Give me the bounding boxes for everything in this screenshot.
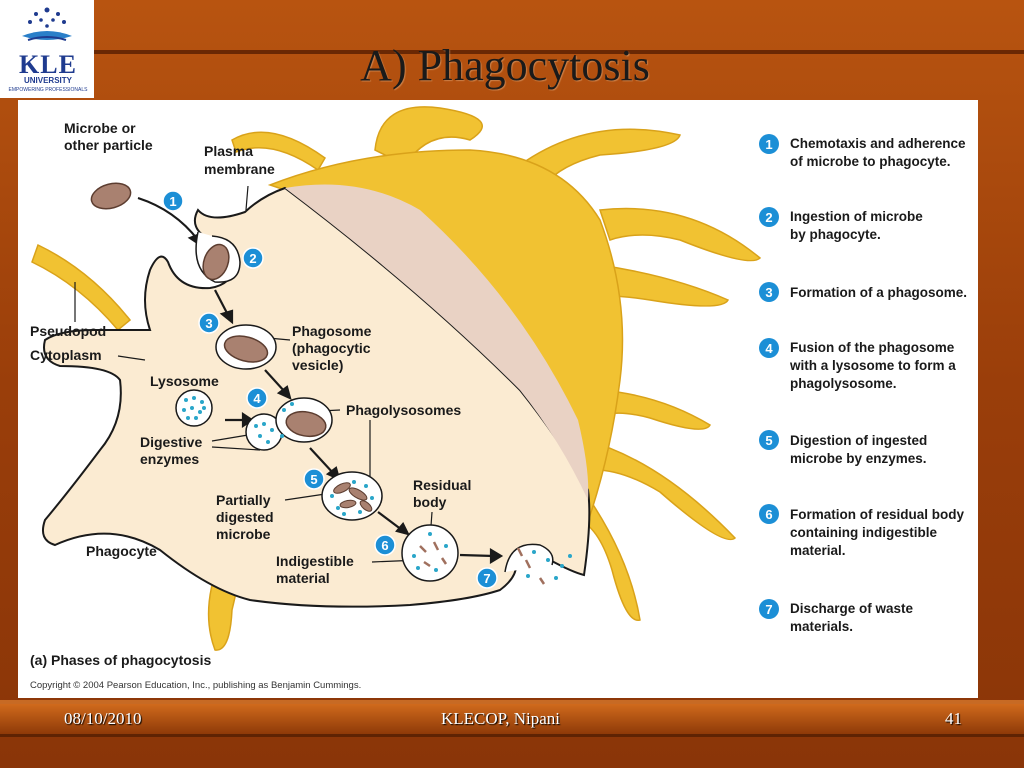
step-badge-3: 3 bbox=[198, 312, 220, 334]
label-pseudopod: Pseudopod bbox=[30, 323, 106, 339]
cell-cut-plane bbox=[285, 184, 589, 500]
legend-step-2-line1: Ingestion of microbe bbox=[790, 209, 923, 224]
logo-name: KLE bbox=[19, 50, 77, 79]
legend-step-5-line1: Digestion of ingested bbox=[790, 433, 927, 448]
residual-body bbox=[401, 524, 459, 582]
digestion-enzymes bbox=[330, 480, 374, 516]
legend-step-4-num: 4 bbox=[765, 341, 773, 356]
diagram-copyright: Copyright © 2004 Pearson Education, Inc.… bbox=[30, 680, 361, 691]
step-badge-3-text: 3 bbox=[205, 316, 212, 331]
legend-step-7-num: 7 bbox=[765, 602, 772, 617]
legend-step-3-num: 3 bbox=[765, 285, 772, 300]
legend-step-7: 7 Discharge of waste materials. bbox=[759, 599, 914, 634]
legend-step-6-line1: Formation of residual body bbox=[790, 507, 965, 522]
legend-step-1-line1: Chemotaxis and adherence bbox=[790, 136, 966, 151]
legend-step-1-num: 1 bbox=[765, 137, 772, 152]
step-badge-4-text: 4 bbox=[253, 391, 261, 406]
label-indigestible-1: Indigestible bbox=[276, 553, 354, 569]
step-badge-6-text: 6 bbox=[381, 538, 388, 553]
legend-step-4-line3: phagolysosome. bbox=[790, 376, 897, 391]
residual-enzymes bbox=[412, 532, 448, 572]
logo-emblem-icon bbox=[22, 7, 72, 41]
microbe-fragments bbox=[333, 482, 373, 512]
legend-step-4: 4 Fusion of the phagosome with a lysosom… bbox=[759, 338, 956, 391]
label-residual-1: Residual bbox=[413, 477, 471, 493]
logo-subname: UNIVERSITY bbox=[23, 76, 72, 85]
legend-step-3-line1: Formation of a phagosome. bbox=[790, 285, 967, 300]
label-digestive-1: Digestive bbox=[140, 434, 202, 450]
label-microbe-2: other particle bbox=[64, 137, 153, 153]
legend-step-2-line2: by phagocyte. bbox=[790, 227, 881, 242]
legend-step-6-line3: material. bbox=[790, 543, 846, 558]
fusion-enzymes bbox=[254, 402, 294, 444]
label-partially-3: microbe bbox=[216, 526, 271, 542]
step-badge-7: 7 bbox=[476, 567, 498, 589]
label-residual-2: body bbox=[413, 494, 447, 510]
label-plasma-2: membrane bbox=[204, 161, 275, 177]
step-badge-1-text: 1 bbox=[169, 194, 176, 209]
label-cytoplasm: Cytoplasm bbox=[30, 347, 102, 363]
label-phagocyte: Phagocyte bbox=[86, 543, 157, 559]
label-phagosome-1: Phagosome bbox=[292, 323, 372, 339]
legend-step-3: 3 Formation of a phagosome. bbox=[759, 282, 967, 302]
legend-step-2-num: 2 bbox=[765, 210, 772, 225]
label-digestive-2: enzymes bbox=[140, 451, 199, 467]
step-badge-4: 4 bbox=[246, 387, 268, 409]
legend-step-1-line2: of microbe to phagocyte. bbox=[790, 154, 951, 169]
ingested-microbe bbox=[202, 243, 230, 281]
step-legend: 1 Chemotaxis and adherence of microbe to… bbox=[759, 134, 967, 634]
label-phagolysosomes: Phagolysosomes bbox=[346, 402, 461, 418]
step-badge-2: 2 bbox=[242, 247, 264, 269]
legend-step-2: 2 Ingestion of microbe by phagocyte. bbox=[759, 207, 923, 242]
legend-step-1: 1 Chemotaxis and adherence of microbe to… bbox=[759, 134, 966, 169]
legend-step-5: 5 Digestion of ingested microbe by enzym… bbox=[759, 430, 927, 466]
label-indigestible-2: material bbox=[276, 570, 330, 586]
legend-step-7-line2: materials. bbox=[790, 619, 853, 634]
microbe-particle bbox=[90, 182, 132, 210]
step-badge-6: 6 bbox=[374, 534, 396, 556]
label-phagosome-2: (phagocytic bbox=[292, 340, 371, 356]
label-plasma-1: Plasma bbox=[204, 143, 253, 159]
logo-tagline: EMPOWERING PROFESSIONALS bbox=[8, 87, 88, 93]
legend-step-4-line2: with a lysosome to form a bbox=[789, 358, 956, 373]
legend-step-6-line2: containing indigestible bbox=[790, 525, 937, 540]
step-badge-7-text: 7 bbox=[483, 571, 490, 586]
legend-step-5-line2: microbe by enzymes. bbox=[790, 451, 927, 466]
footer-page-number: 41 bbox=[945, 709, 962, 728]
discharge-opening bbox=[504, 543, 554, 573]
step-badge-5: 5 bbox=[303, 468, 325, 490]
diagram-caption: (a) Phases of phagocytosis bbox=[30, 652, 211, 668]
footer-date: 08/10/2010 bbox=[64, 709, 142, 728]
pseudopod-arms bbox=[31, 106, 762, 651]
discharged-waste bbox=[516, 547, 572, 585]
label-partially-2: digested bbox=[216, 509, 274, 525]
label-microbe-1: Microbe or bbox=[64, 120, 136, 136]
indigestible-material bbox=[419, 541, 448, 568]
lysosome-enzymes bbox=[182, 396, 206, 420]
step-badge-1: 1 bbox=[162, 190, 184, 212]
step-badge-2-text: 2 bbox=[249, 251, 256, 266]
label-phagosome-3: vesicle) bbox=[292, 357, 343, 373]
legend-step-6: 6 Formation of residual body containing … bbox=[759, 504, 965, 558]
label-partially-1: Partially bbox=[216, 492, 271, 508]
legend-step-7-line1: Discharge of waste bbox=[790, 601, 914, 616]
phagosome-microbe bbox=[223, 335, 269, 363]
phagolysosome-microbe bbox=[285, 410, 327, 438]
slide-title: A) Phagocytosis bbox=[360, 41, 650, 90]
legend-step-6-num: 6 bbox=[765, 507, 772, 522]
label-lysosome: Lysosome bbox=[150, 373, 219, 389]
university-logo: KLE UNIVERSITY EMPOWERING PROFESSIONALS bbox=[0, 0, 94, 98]
legend-step-4-line1: Fusion of the phagosome bbox=[790, 340, 955, 355]
step-badge-5-text: 5 bbox=[310, 472, 317, 487]
footer-center: KLECOP, Nipani bbox=[441, 709, 560, 728]
legend-step-5-num: 5 bbox=[765, 433, 772, 448]
